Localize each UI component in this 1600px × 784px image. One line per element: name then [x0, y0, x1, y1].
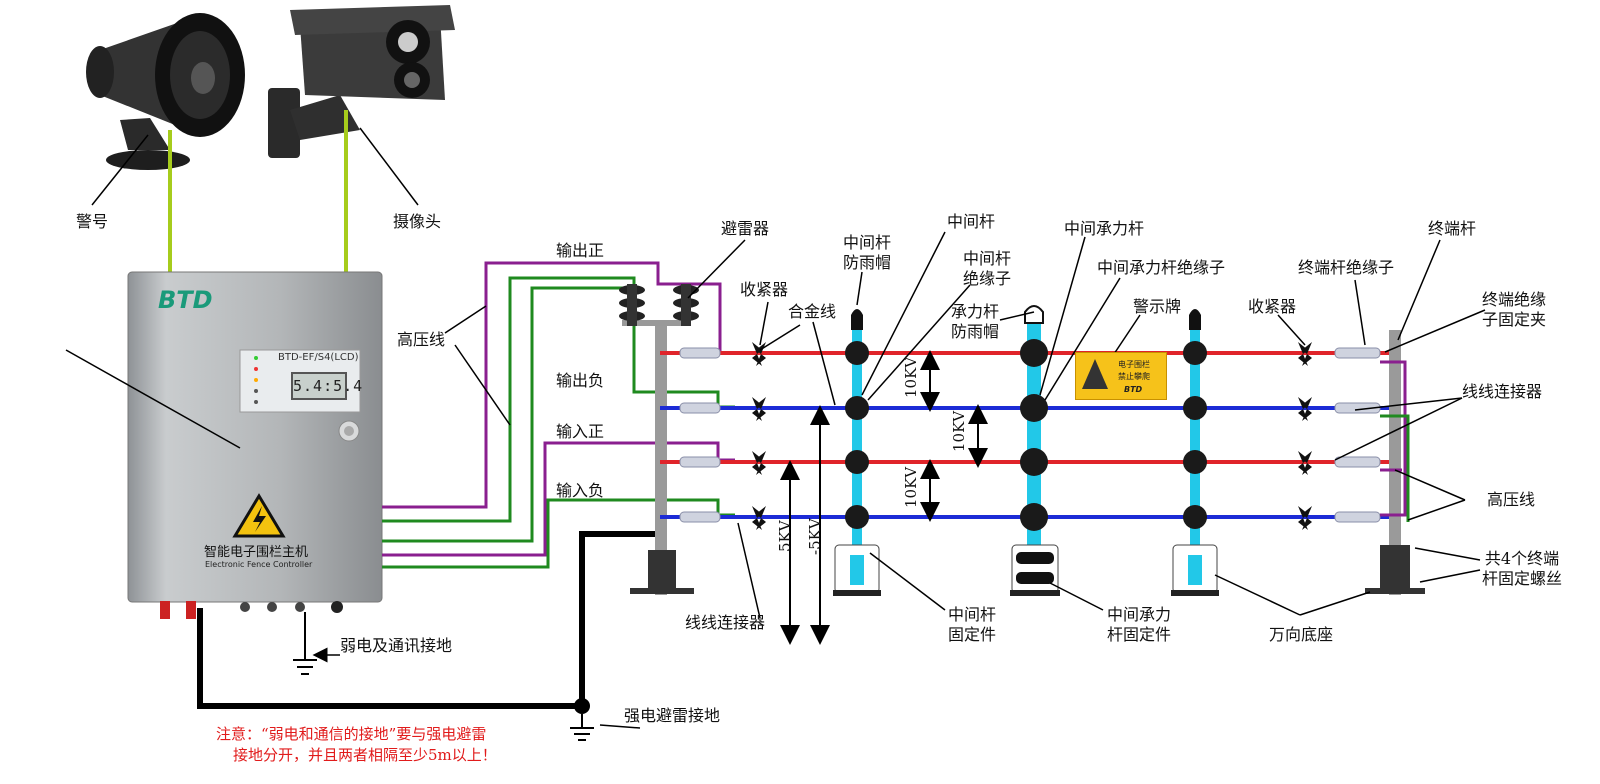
alarm-horn-icon — [86, 13, 245, 170]
mid-pole-cap-label: 中间杆 防雨帽 — [843, 233, 892, 272]
hv-line-right-label: 高压线 — [1487, 490, 1536, 509]
alarm-label: 警号 — [76, 212, 109, 231]
warning-sign-icon: 电子围栏 禁止攀爬 BTD — [1075, 352, 1167, 400]
end-pole-insulator-label: 终端杆绝缘子 — [1298, 258, 1395, 277]
controller-model: BTD-EF/S4(LCD) — [278, 352, 359, 363]
voltage-neg-label: -5KV — [806, 518, 824, 555]
lightning-arrester-label: 避雷器 — [721, 219, 770, 238]
hv-line-label: 高压线 — [397, 330, 446, 349]
in-neg-label: 输入负 — [556, 481, 605, 500]
camera-icon — [268, 5, 455, 158]
load-pole-label: 中间承力杆 — [1064, 219, 1145, 238]
mid-pole-label: 中间杆 — [947, 212, 996, 231]
camera-label: 摄像头 — [393, 212, 442, 231]
end-insulator-clamp-label: 终端绝缘 子固定夹 — [1482, 290, 1547, 329]
out-pos-label: 输出正 — [556, 241, 605, 260]
load-pole-cap-label: 承力杆 防雨帽 — [951, 302, 1000, 341]
mid-pole-fixture-label: 中间杆 固定件 — [948, 605, 997, 644]
wire-connector-right-label: 线线连接器 — [1462, 382, 1543, 401]
universal-base-label: 万向底座 — [1269, 625, 1334, 644]
controller-box — [127, 271, 383, 619]
controller-title-cn: 智能电子围栏主机 — [204, 545, 309, 560]
end-pole-label: 终端杆 — [1428, 219, 1477, 238]
load-pole-fixture-label: 中间承力 杆固定件 — [1107, 605, 1172, 644]
weak-ground-label: 弱电及通讯接地 — [340, 636, 453, 655]
lightning-arrester-icon — [619, 284, 699, 326]
in-pos-label: 输入正 — [556, 422, 605, 441]
tensioner-left-label: 收紧器 — [740, 280, 789, 299]
mid-pole-insulator-label: 中间杆 绝缘子 — [963, 249, 1012, 288]
warning-sign-label: 警示牌 — [1133, 297, 1182, 316]
voltage-pos-label: 5KV — [776, 520, 794, 552]
controller-lcd-display: 5.4:5.4 — [291, 372, 362, 400]
note-line1: 注意：“弱电和通信的接地”要与强电避雷 — [216, 725, 487, 743]
out-neg-label: 输出负 — [556, 371, 605, 390]
wire-connector-bottom-label: 线线连接器 — [685, 613, 766, 632]
voltage-bot-label: 10KV — [902, 466, 920, 508]
controller-title-en: Electronic Fence Controller — [205, 560, 313, 569]
load-pole-insulator-label: 中间承力杆绝缘子 — [1097, 258, 1226, 277]
voltage-top-label: 10KV — [902, 356, 920, 398]
alloy-wire-label: 合金线 — [788, 302, 837, 321]
tensioner-right-label: 收紧器 — [1248, 297, 1297, 316]
controller-brand-logo: BTD — [158, 286, 213, 314]
strong-ground-label: 强电避雷接地 — [624, 706, 721, 725]
warning-sign-line2: 禁止攀爬 — [1118, 372, 1150, 381]
end-pole-bolts-label: 共4个终端 杆固定螺丝 — [1482, 549, 1563, 588]
voltage-mid-label: 10KV — [950, 410, 968, 452]
warning-sign-line1: 电子围栏 — [1118, 360, 1150, 369]
tensioner-icon — [752, 342, 1312, 530]
warning-sign-brand: BTD — [1124, 385, 1143, 394]
note-line2: 接地分开，并且两者相隔至少5m以上！ — [233, 746, 497, 764]
